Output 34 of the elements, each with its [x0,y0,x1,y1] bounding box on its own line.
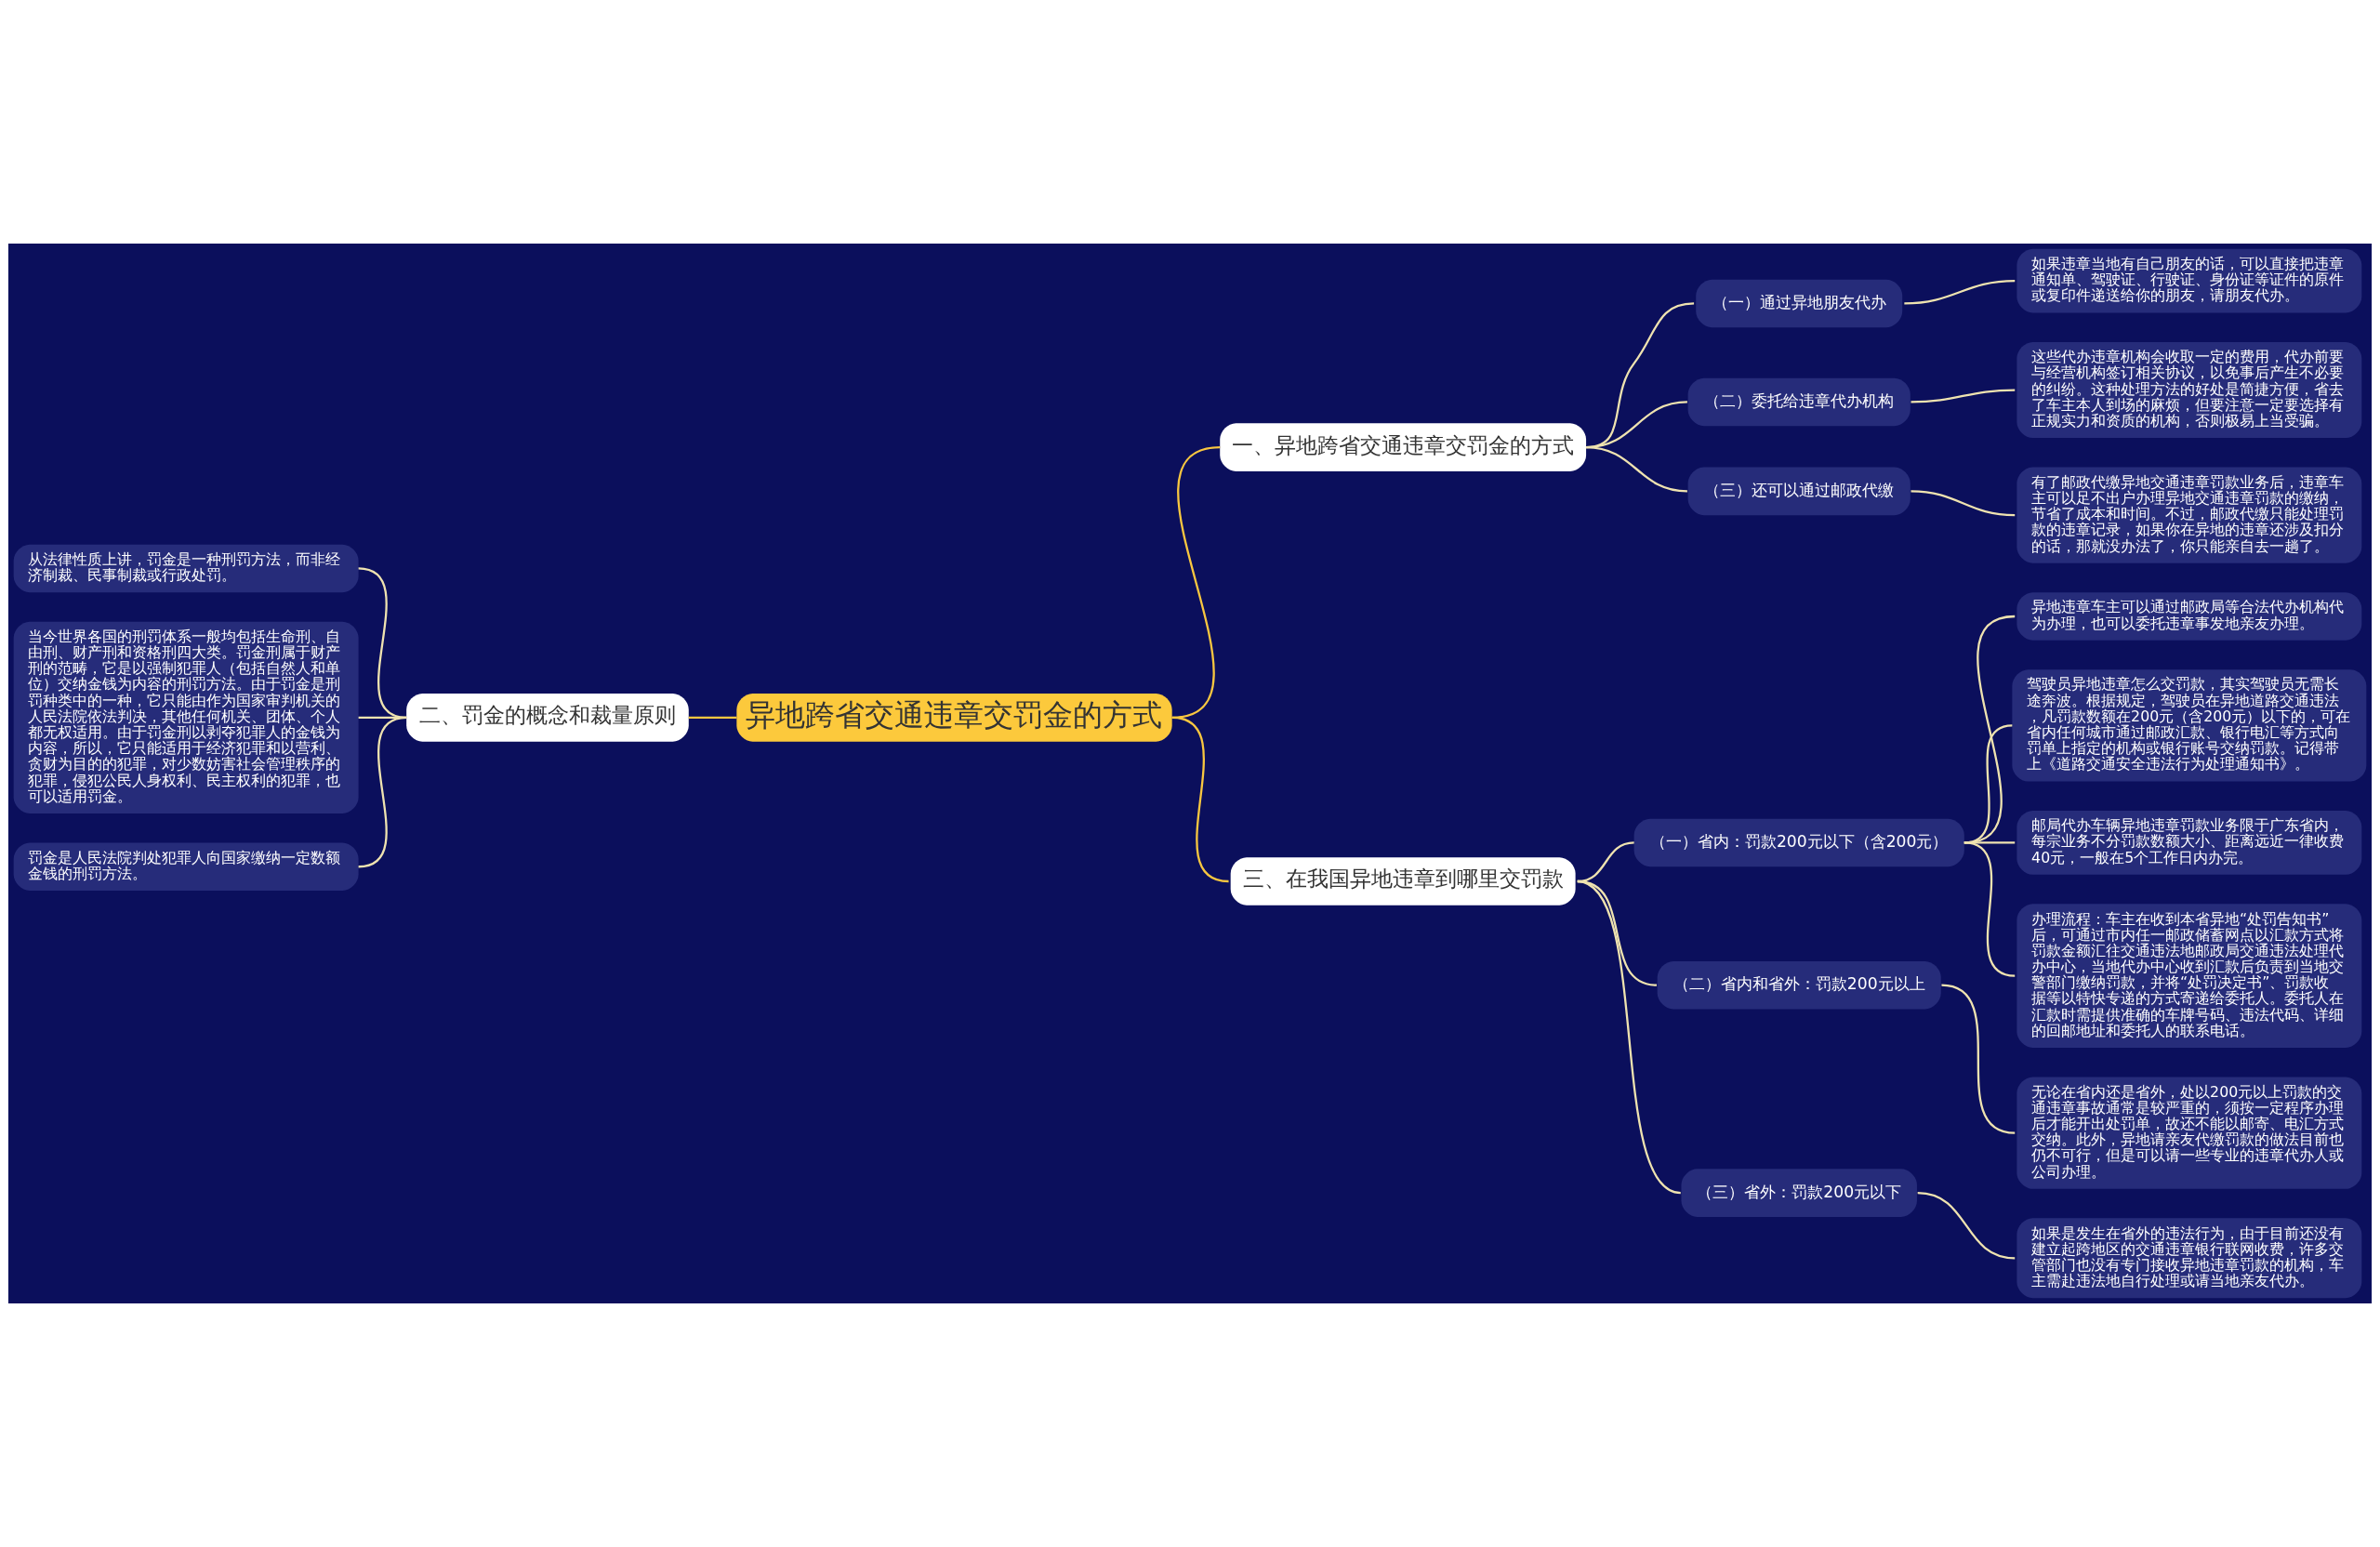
node-box: 罚金是人民法院判处犯罪人向国家缴纳一定数额金钱的刑罚方法。 [13,842,359,892]
connector [358,567,407,719]
node-box: 一、异地跨省交通违章交罚金的方式 [1220,423,1587,471]
connector [1911,389,2016,403]
node-box: 这些代办违章机构会收取一定的费用，代办前要与经营机构签订相关协议，以免事后产生不必要的纠纷。这种处理方法的好处是简捷方便，省去了车主本人到场的麻烦，但要注意一定要选择有正规实力和资质的机构，否则极易上当受骗。 [2016,342,2362,439]
connector [1941,984,2016,1134]
node-box: （三）还可以通过邮政代缴 [1687,467,1911,516]
connector [1577,879,1682,1195]
connector [1911,490,2016,517]
node-box: （一）省内：罚款200元以下（含200元） [1633,818,1964,867]
connector [1917,1192,2016,1260]
connector [688,716,737,719]
node-box: 异地跨省交通违章交罚金的方式 [736,694,1172,742]
node-box: （一）通过异地朋友代办 [1696,279,1903,328]
node-box: 如果违章当地有自己朋友的话，可以直接把违章通知单、驾驶证、行驶证、身份证等证件的原件或复印件递送给你的朋友，请朋友代办。 [2016,248,2362,313]
node-box: （二）省内和省外：罚款200元以上 [1657,960,1941,1010]
node-box: 异地违章车主可以通过邮政局等合法代办机构代为办理，也可以委托违章事发地亲友办理。 [2016,592,2362,641]
connector [1586,445,1687,493]
node-box: 当今世界各国的刑罚体系一般均包括生命刑、自由刑、财产刑和资格刑四大类。罚金刑属于财产刑的范畴，它是以强制犯罪人（包括自然人和单位）交纳金钱为内容的刑罚方法。由于罚金是刑罚种类中的一种，它只能由作为国家审判机关的人民法院依法判决，其他任何机关、团体、个人都无权适用。由于罚金刑以剥夺犯罪人的金钱为内容，所以，它只能适用于经济犯罪和以营利、贪财为目的的犯罪，对少数妨害社会管理秩序的犯罪，侵犯公民人身权利、民主权利的犯罪，也可以适用罚金。 [13,621,359,813]
connector [1964,841,2016,977]
node-box: 办理流程：车主在收到本省异地“处罚告知书”后，可通过市内任一邮政储蓄网点以汇款方式将罚款金额汇往交通违法地邮政局交通违法处理代办中心，当地代办中心收到汇款后负责到当地交警部门缴纳罚款，并将“处罚决定书”、罚款收据等以特快专递的方式寄递给委托人。委托人在汇款时需提供准确的车牌号码、违法代码、详细的回邮地址和委托人的联系电话。 [2016,904,2362,1049]
node-box: 三、在我国异地违章到哪里交罚款 [1230,857,1576,906]
node-box: （二）委托给违章代办机构 [1687,377,1911,427]
node-box: 有了邮政代缴异地交通违章罚款业务后，违章车主可以足不出户办理异地交通违章罚款的缴纳，节省了成本和时间。不过，邮政代缴只能处理罚款的违章记录，如果你在异地的违章还涉及扣分的话，那就没办法了，你只能亲自去一趟了。 [2016,467,2362,563]
node-box: 二、罚金的概念和裁量原则 [406,694,689,742]
node-box: （三）省外：罚款200元以下 [1681,1169,1917,1217]
connector [1904,279,2016,305]
node-box: 邮局代办车辆异地违章罚款业务限于广东省内，每宗业务不分罚款数额大小、距离远近一律收费40元，一般在5个工作日内办完。 [2016,811,2362,875]
node-box: 如果是发生在省外的违法行为，由于目前还没有建立起跨地区的交通违章银行联网收费，许多交管部门也没有专门接收异地违章罚款的机构，车主需赴违法地自行处理或请当地亲友代办。 [2016,1218,2362,1299]
connector [1171,716,1229,883]
node-box: 无论在省内还是省外，处以200元以上罚款的交通违章事故通常是较严重的，须按一定程序办理后才能开出处罚单，故还不能以邮寄、电汇方式交纳。此外，异地请亲友代缴罚款的做法目前也仍不可行，但是可以请一些专业的违章代办人或公司办理。 [2016,1077,2362,1189]
node-box: 驾驶员异地违章怎么交罚款，其实驾驶员无需长途奔波。根据规定，驾驶员在异地道路交通违法，凡罚款数额在200元（含200元）以下的，可在省内任何城市通过邮政汇款、银行电汇等方式向罚单上指定的机构或银行账号交纳罚款。记得带上《道路交通安全违法行为处理通知书》。 [2012,669,2367,782]
node-box: 从法律性质上讲，罚金是一种刑罚方法，而非经济制裁、民事制裁或行政处罚。 [13,544,359,593]
connector [358,716,407,868]
